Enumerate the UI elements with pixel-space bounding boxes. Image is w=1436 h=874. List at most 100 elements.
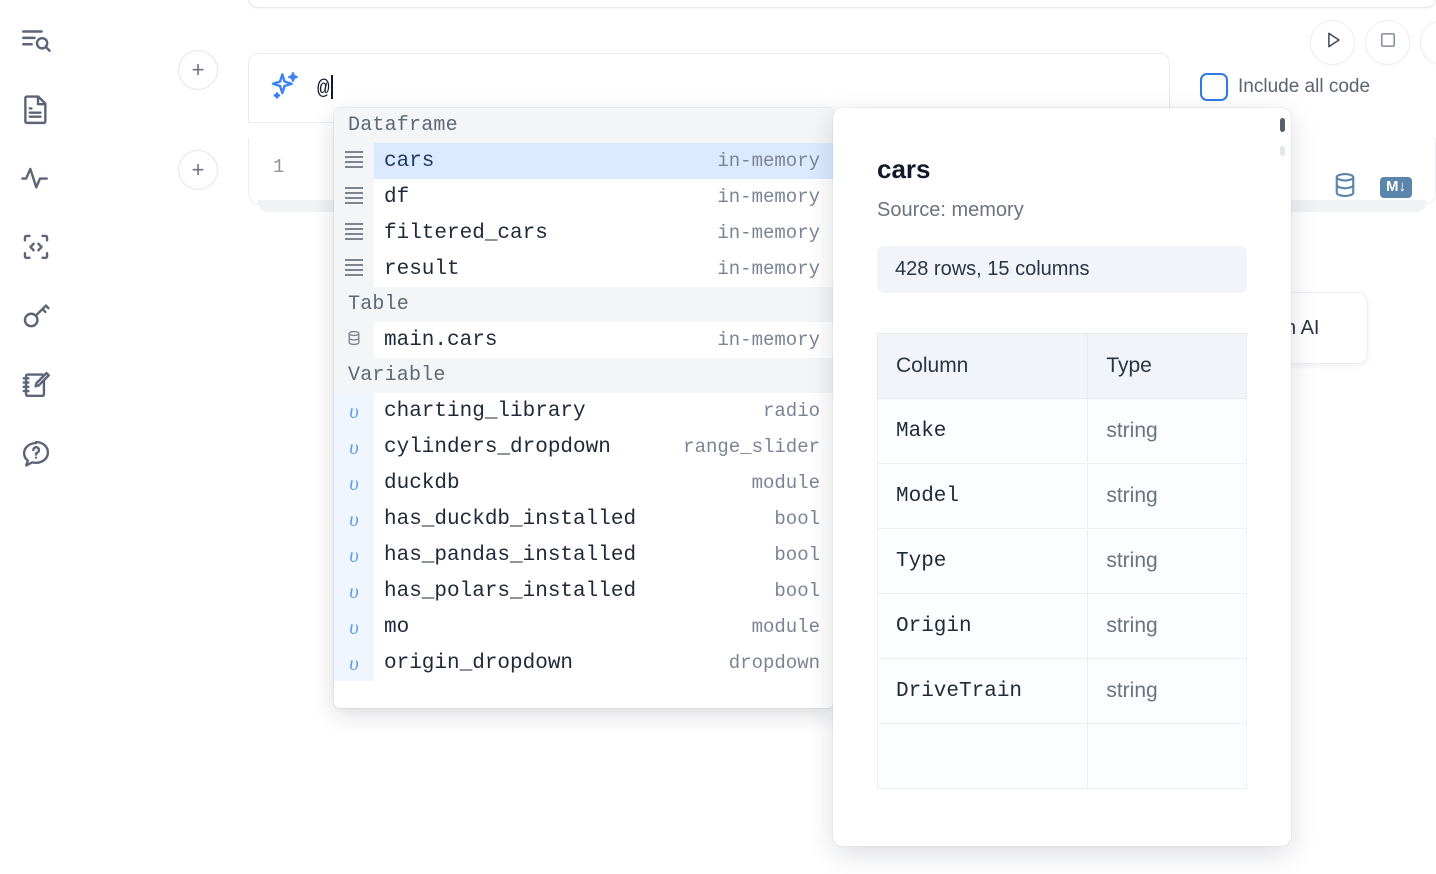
variable-icon: υ xyxy=(349,434,359,459)
sidebar-item-files[interactable] xyxy=(14,87,58,131)
completion-item-meta: radio xyxy=(762,400,820,422)
completion-item-name: cylinders_dropdown xyxy=(384,435,611,459)
sidebar-item-variables[interactable] xyxy=(14,156,58,200)
play-icon xyxy=(1322,29,1344,56)
completion-item-name: charting_library xyxy=(384,399,586,423)
sidebar-item-secrets[interactable] xyxy=(14,294,58,338)
column-name-cell: Origin xyxy=(876,593,1089,659)
completion-item-gutter xyxy=(334,143,374,179)
completion-item-gutter: υ xyxy=(334,609,374,645)
include-all-code-checkbox[interactable] xyxy=(1200,73,1228,101)
completion-item-gutter xyxy=(334,179,374,215)
completion-item[interactable]: υ charting_library radio xyxy=(334,393,834,429)
completion-item-meta: in-memory xyxy=(717,329,820,351)
column-name-cell xyxy=(876,723,1089,789)
completion-item-name: filtered_cars xyxy=(384,221,548,245)
completion-group-header: Dataframe xyxy=(334,108,834,143)
column-name-cell: DriveTrain xyxy=(876,658,1089,724)
database-icon[interactable] xyxy=(1330,170,1360,205)
sparkle-icon xyxy=(267,68,303,109)
completion-group-header: Variable xyxy=(334,358,834,393)
include-all-code-label: Include all code xyxy=(1238,76,1371,97)
sidebar-item-snippets[interactable] xyxy=(14,225,58,269)
completion-item-meta: bool xyxy=(774,580,820,602)
header-type: Type xyxy=(1087,333,1247,399)
completion-item-meta: bool xyxy=(774,544,820,566)
dataframe-icon xyxy=(345,187,363,207)
completion-item[interactable]: υ origin_dropdown dropdown xyxy=(334,645,834,681)
completion-item-body: duckdb module xyxy=(374,465,834,501)
sidebar-item-explore[interactable] xyxy=(14,18,58,62)
previous-cell-stub xyxy=(248,0,1436,8)
detail-scrollbar-track[interactable] xyxy=(1280,146,1285,156)
include-all-code-row[interactable]: Include all code xyxy=(1200,73,1370,101)
completion-item-name: origin_dropdown xyxy=(384,651,574,675)
generate-with-ai-label: h AI xyxy=(1285,316,1320,339)
code-snippet-icon xyxy=(19,230,53,264)
completion-item-meta: module xyxy=(751,472,820,494)
text-caret xyxy=(330,75,333,99)
ai-prompt-input[interactable]: @ xyxy=(317,75,333,101)
markdown-badge[interactable]: M↓ xyxy=(1380,177,1412,198)
column-name-cell: Type xyxy=(876,528,1089,594)
completion-item-meta: in-memory xyxy=(717,186,820,208)
add-cell-above-button[interactable]: + xyxy=(178,50,218,90)
completion-item-gutter: υ xyxy=(334,501,374,537)
completion-item-name: duckdb xyxy=(384,471,460,495)
notebook-pencil-icon xyxy=(19,368,53,402)
cell-run-controls xyxy=(1310,20,1436,65)
stop-button[interactable] xyxy=(1365,20,1410,65)
completion-item-meta: dropdown xyxy=(728,652,820,674)
completion-item-name: main.cars xyxy=(384,328,498,352)
completion-item-name: has_duckdb_installed xyxy=(384,507,637,531)
column-type-cell: string xyxy=(1087,528,1247,594)
completion-item-name: mo xyxy=(384,615,410,639)
variable-icon: υ xyxy=(349,398,359,423)
completion-item-meta: module xyxy=(751,616,820,638)
variable-icon: υ xyxy=(349,650,359,675)
completion-item-meta: in-memory xyxy=(717,150,820,172)
detail-title: cars xyxy=(877,154,931,184)
completion-item-body: main.cars in-memory xyxy=(374,322,834,358)
cell-type-icons: M↓ xyxy=(1330,170,1412,205)
completion-item-meta: in-memory xyxy=(717,258,820,280)
add-cell-below-button[interactable]: + xyxy=(178,150,218,190)
completion-group-header: Table xyxy=(334,287,834,322)
run-button[interactable] xyxy=(1310,20,1355,65)
detail-source: Source: memory xyxy=(877,199,1024,221)
sidebar-item-help[interactable] xyxy=(14,432,58,476)
square-stop-icon xyxy=(1377,29,1399,56)
completion-item-meta: in-memory xyxy=(717,222,820,244)
column-type-cell: string xyxy=(1087,398,1247,464)
detail-shape-badge: 428 rows, 15 columns xyxy=(877,246,1247,293)
column-type-cell: string xyxy=(1087,658,1247,724)
column-type-cell: string xyxy=(1087,593,1247,659)
key-icon xyxy=(19,299,53,333)
completion-item-gutter xyxy=(334,251,374,287)
completion-item-gutter xyxy=(334,322,374,358)
dataframe-icon xyxy=(345,151,363,171)
more-actions-button[interactable] xyxy=(1420,20,1436,65)
sidebar-item-scratchpad[interactable] xyxy=(14,363,58,407)
completion-item[interactable]: main.cars in-memory xyxy=(334,322,834,358)
plus-icon: + xyxy=(191,157,205,182)
detail-scrollbar-thumb[interactable] xyxy=(1280,118,1285,132)
table-row-partial xyxy=(876,723,1247,789)
dataframe-icon xyxy=(345,223,363,243)
completion-item[interactable]: filtered_cars in-memory xyxy=(334,215,834,251)
